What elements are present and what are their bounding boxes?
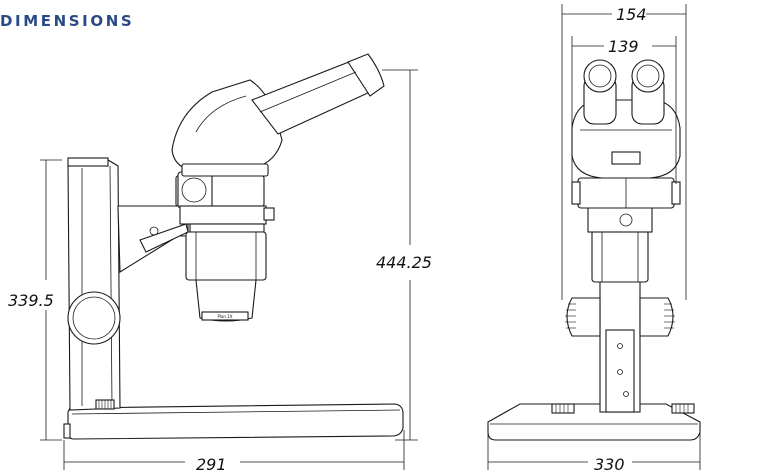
side-view-microscope: Plan 1X <box>63 53 404 440</box>
inner-width-label: 139 <box>608 37 639 56</box>
overall-height-label: 444.25 <box>376 253 432 272</box>
front-view-dimension-lines <box>487 4 701 470</box>
base-width-label: 330 <box>594 455 625 473</box>
objective-marking: Plan 1X <box>217 314 232 319</box>
front-view-microscope <box>487 59 701 441</box>
column-height-label: 339.5 <box>8 291 54 310</box>
side-view-dimension-lines <box>40 69 418 470</box>
outer-width-label: 154 <box>616 5 647 24</box>
page-title: DIMENSIONS <box>0 12 135 30</box>
base-depth-label: 291 <box>196 455 227 473</box>
